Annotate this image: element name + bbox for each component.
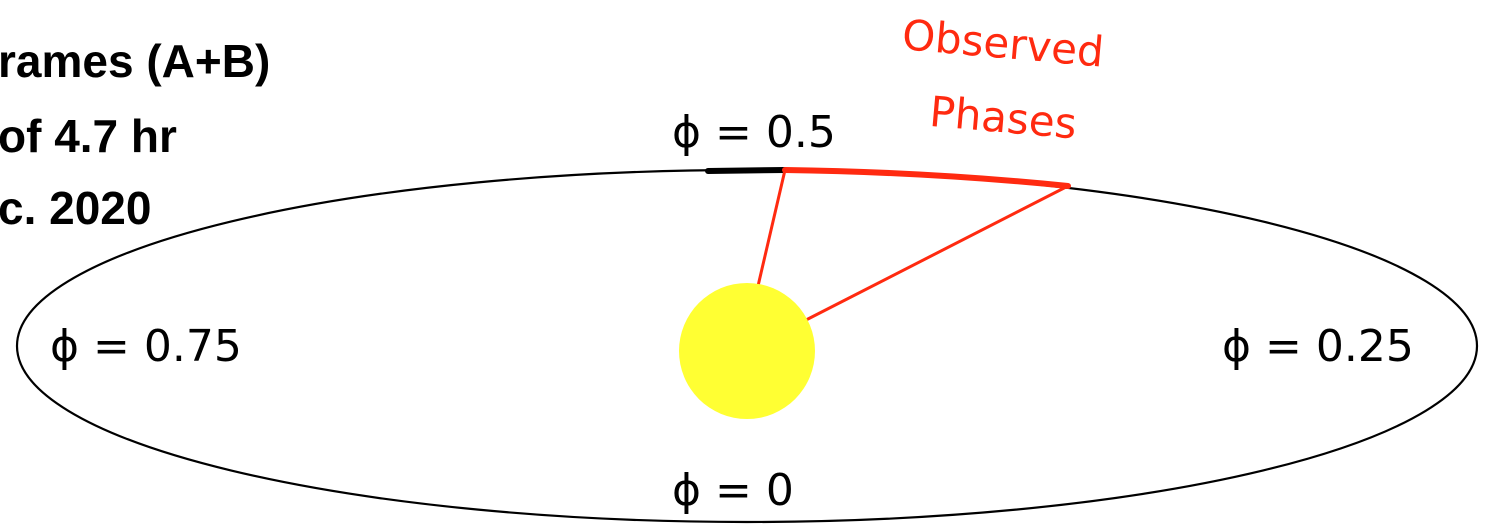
phase-label-bottom: ϕ = 0: [672, 465, 794, 516]
annotation-line-2: Phases: [928, 87, 1079, 149]
sightline-start: [758, 170, 785, 286]
star: [679, 283, 815, 419]
slide-text-line-1: rames (A+B): [0, 35, 270, 87]
phase-label-right: ϕ = 0.25: [1222, 321, 1414, 372]
slide-text-line-2: of 4.7 hr: [0, 110, 177, 162]
phase-label-left: ϕ = 0.75: [50, 321, 242, 372]
annotation-line-1: Observed: [900, 10, 1106, 76]
phase-segment-black: [708, 170, 785, 171]
slide-text-line-3: c. 2020: [0, 182, 151, 234]
phase-label-top: ϕ = 0.5: [672, 107, 836, 158]
sightline-end: [806, 186, 1068, 320]
observed-phase-arc: [785, 170, 1068, 186]
observed-phases-annotation: Observed Phases: [894, 10, 1106, 150]
